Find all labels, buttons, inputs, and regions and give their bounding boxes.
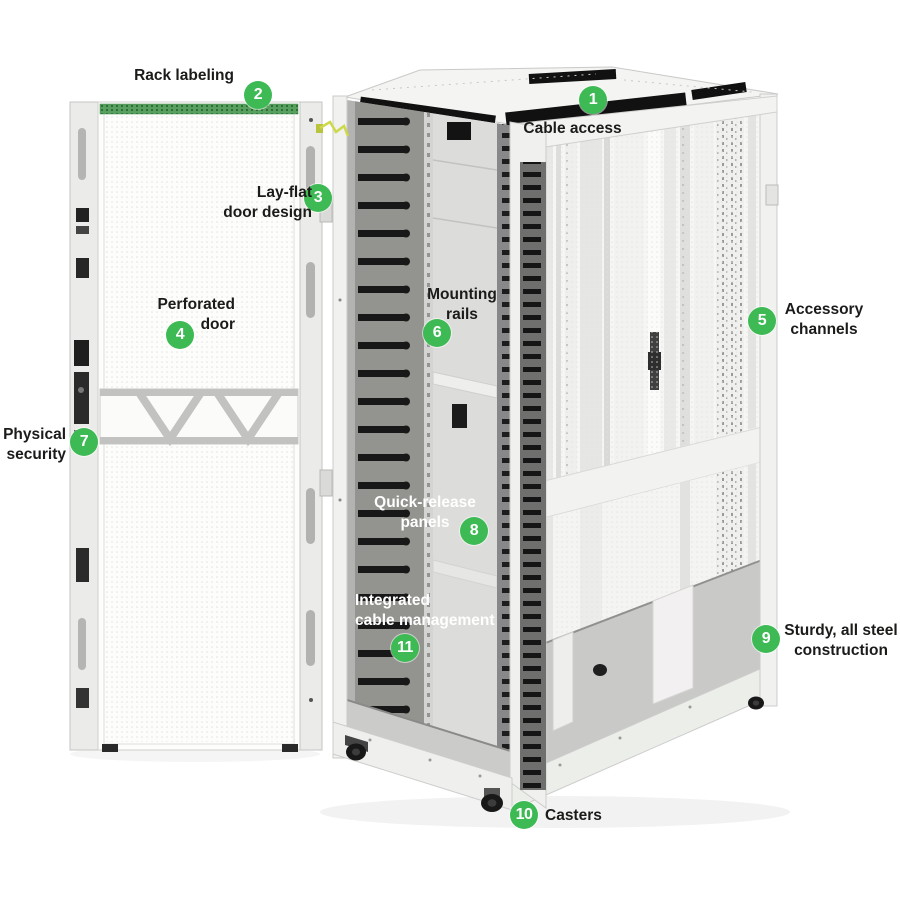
perforated-door xyxy=(69,101,333,752)
grounding-wire xyxy=(316,120,350,137)
rack-right-side xyxy=(511,93,779,811)
caster-wheels xyxy=(345,696,764,812)
rack-frame xyxy=(332,95,547,811)
rack-interior xyxy=(347,100,520,781)
